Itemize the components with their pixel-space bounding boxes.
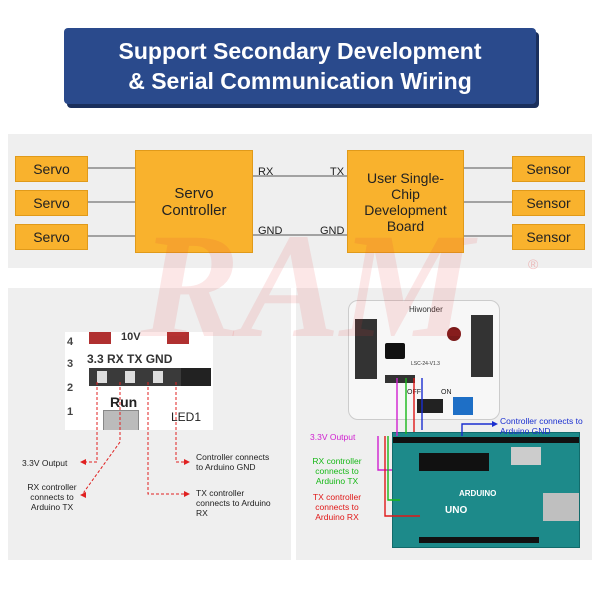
switch-on-label: ON [441,389,452,396]
sensor-box-1: Sensor [512,156,585,182]
servo-controller-box: Servo Controller [135,150,253,253]
arduino-board: ARDUINO UNO [392,432,580,548]
led-label: LED1 [171,410,202,424]
right-annotation-rx: RX controller connects to Arduino TX [312,456,362,486]
row-number-4: 4 [67,336,74,348]
servo-controller-board: Hiwonder LSC-24-V1.3 OFF ON [348,300,500,420]
right-annotation-gnd: Controller connects to Arduino GND [500,416,583,436]
title-line-2: & Serial Communication Wiring [128,68,472,94]
pins-header: 3.3 RX TX GND [87,352,173,366]
sensor-box-3: Sensor [512,224,585,250]
left-annotation-lines [80,382,190,498]
gnd-label-right: GND [320,225,345,237]
tx-label: TX [330,166,345,178]
wiring-diagram-panel [8,134,592,268]
servo-box-1: Servo [15,156,88,182]
right-annotation-3v3: 3.3V Output [310,432,356,442]
arduino-logo: ARDUINO [459,489,497,498]
sensor-box-2: Sensor [512,190,585,216]
right-annotation-tx: TX controller connects to Arduino RX [312,492,362,522]
arduino-uno: UNO [445,505,468,516]
servo-box-2: Servo [15,190,88,216]
left-annotation-rx: RX controller connects to Arduino TX [27,482,77,512]
wiring-lines [88,167,512,237]
board-brand: Hiwonder [409,305,443,314]
voltage-label: 10V [121,332,141,343]
gnd-label-left: GND [258,225,283,237]
pin-photo: 10V 4 3 2 1 3.3 RX TX GND Run LED1 [65,332,213,430]
board-version: LSC-24-V1.3 [411,361,440,367]
row-number-2: 2 [67,382,74,394]
title-line-1: Support Secondary Development [118,38,482,64]
watermark-registered: ® [528,256,539,272]
servo-box-3: Servo [15,224,88,250]
left-annotation-gnd: Controller connects to Arduino GND [196,452,270,472]
title-banner: Support Secondary Development & Serial C… [64,28,536,104]
run-button [103,410,139,430]
terminal-block [453,397,473,415]
row-number-3: 3 [67,358,74,370]
run-label: Run [110,394,138,410]
row-number-1: 1 [67,406,74,418]
rx-label: RX [258,166,274,178]
dev-board-box: User Single-Chip Development Board [347,150,464,253]
left-annotation-tx: TX controller connects to Arduino RX [196,488,271,518]
left-annotation-3v3: 3.3V Output [22,458,68,468]
power-switch [417,399,443,413]
